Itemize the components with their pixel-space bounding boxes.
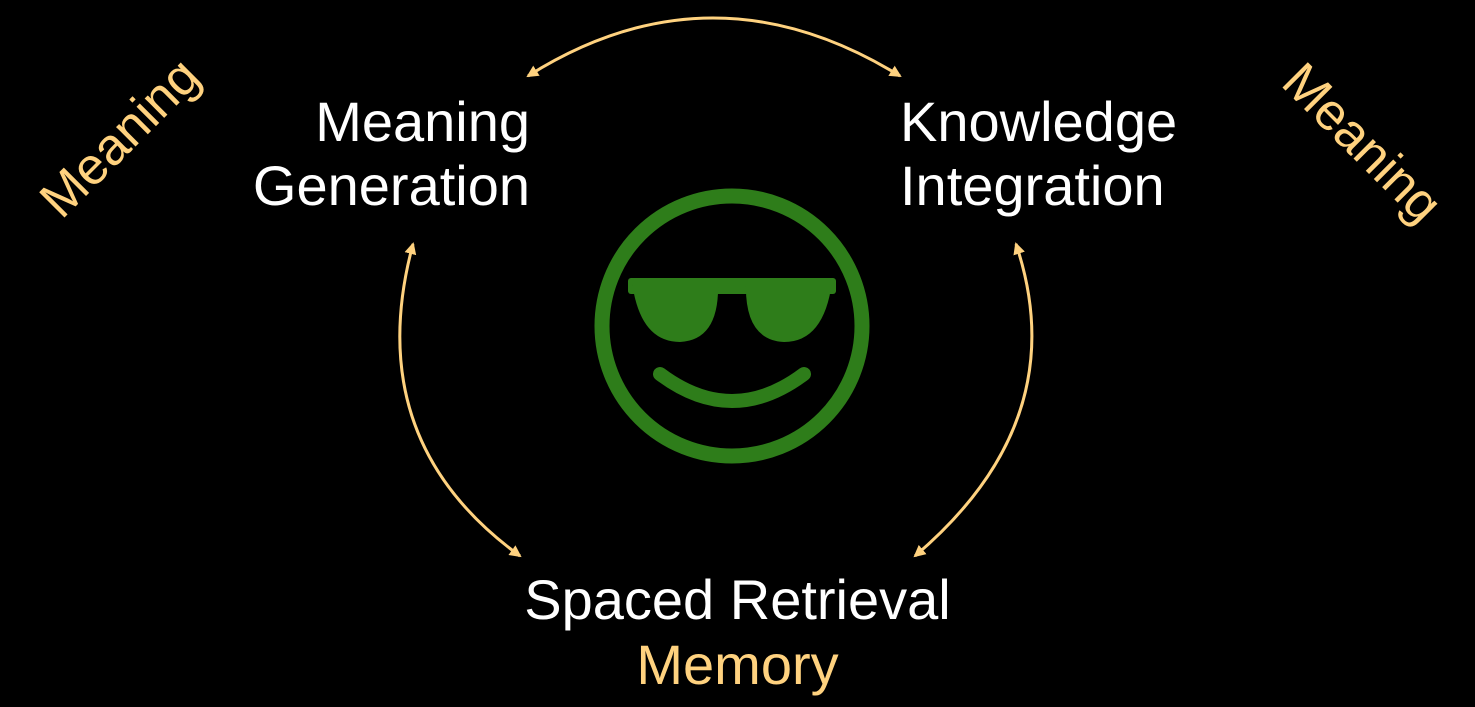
node-knowledge-integration: Knowledge Integration [900,90,1300,218]
arrow-left [398,242,522,558]
arrow-right [913,242,1034,558]
cool-sunglasses-smiley-icon [594,188,870,464]
node-meaning-generation-line2: Generation [252,154,530,217]
tag-memory: Memory [636,633,839,696]
node-spaced-retrieval: Spaced Retrieval [0,568,1475,632]
arrow-top [526,16,902,78]
node-meaning-generation: Meaning Generation [150,90,530,218]
node-spaced-retrieval-line1: Spaced Retrieval [524,568,951,631]
node-knowledge-integration-line2: Integration [900,154,1165,217]
node-meaning-generation-line1: Meaning [315,90,530,153]
node-knowledge-integration-line1: Knowledge [900,90,1178,153]
